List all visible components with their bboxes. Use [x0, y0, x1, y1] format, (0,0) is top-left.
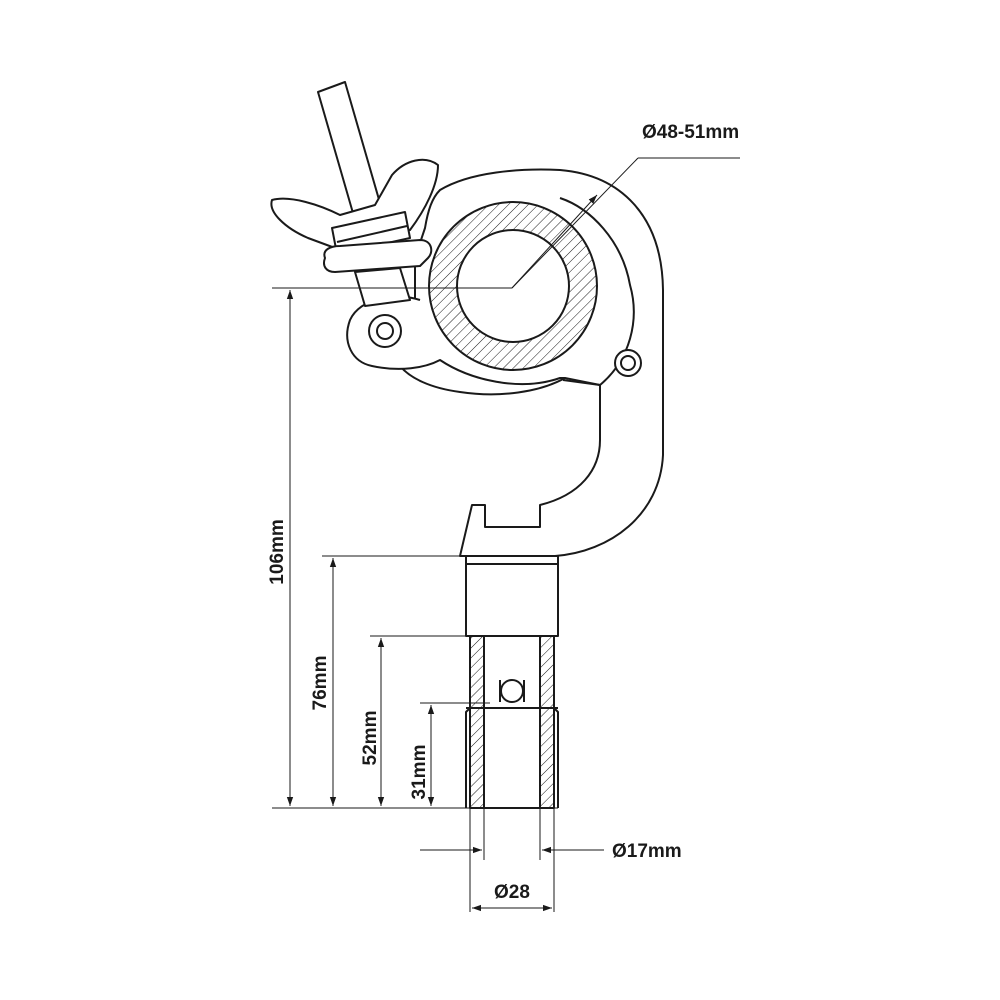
label-total-height: 106mm: [267, 519, 288, 585]
wing-nut-assembly: [270, 81, 439, 307]
label-inner-diameter: Ø17mm: [612, 841, 682, 862]
extension-lines: [272, 287, 555, 912]
spigot-hole-icon: [500, 679, 524, 703]
label-tube-diameter: Ø48-51mm: [642, 122, 739, 143]
dimension-lines: [286, 157, 740, 912]
tube-cross-section: [428, 201, 598, 371]
spigot: [465, 555, 559, 809]
hinge-pin-icon: [368, 314, 402, 348]
bolt-shaft: [317, 81, 383, 221]
label-lower-height: 31mm: [409, 745, 430, 800]
hook-bolt-icon: [614, 349, 642, 377]
label-spigot-height: 76mm: [310, 656, 331, 711]
label-outer-diameter: Ø28: [494, 882, 530, 903]
label-hole-height: 52mm: [360, 711, 381, 766]
